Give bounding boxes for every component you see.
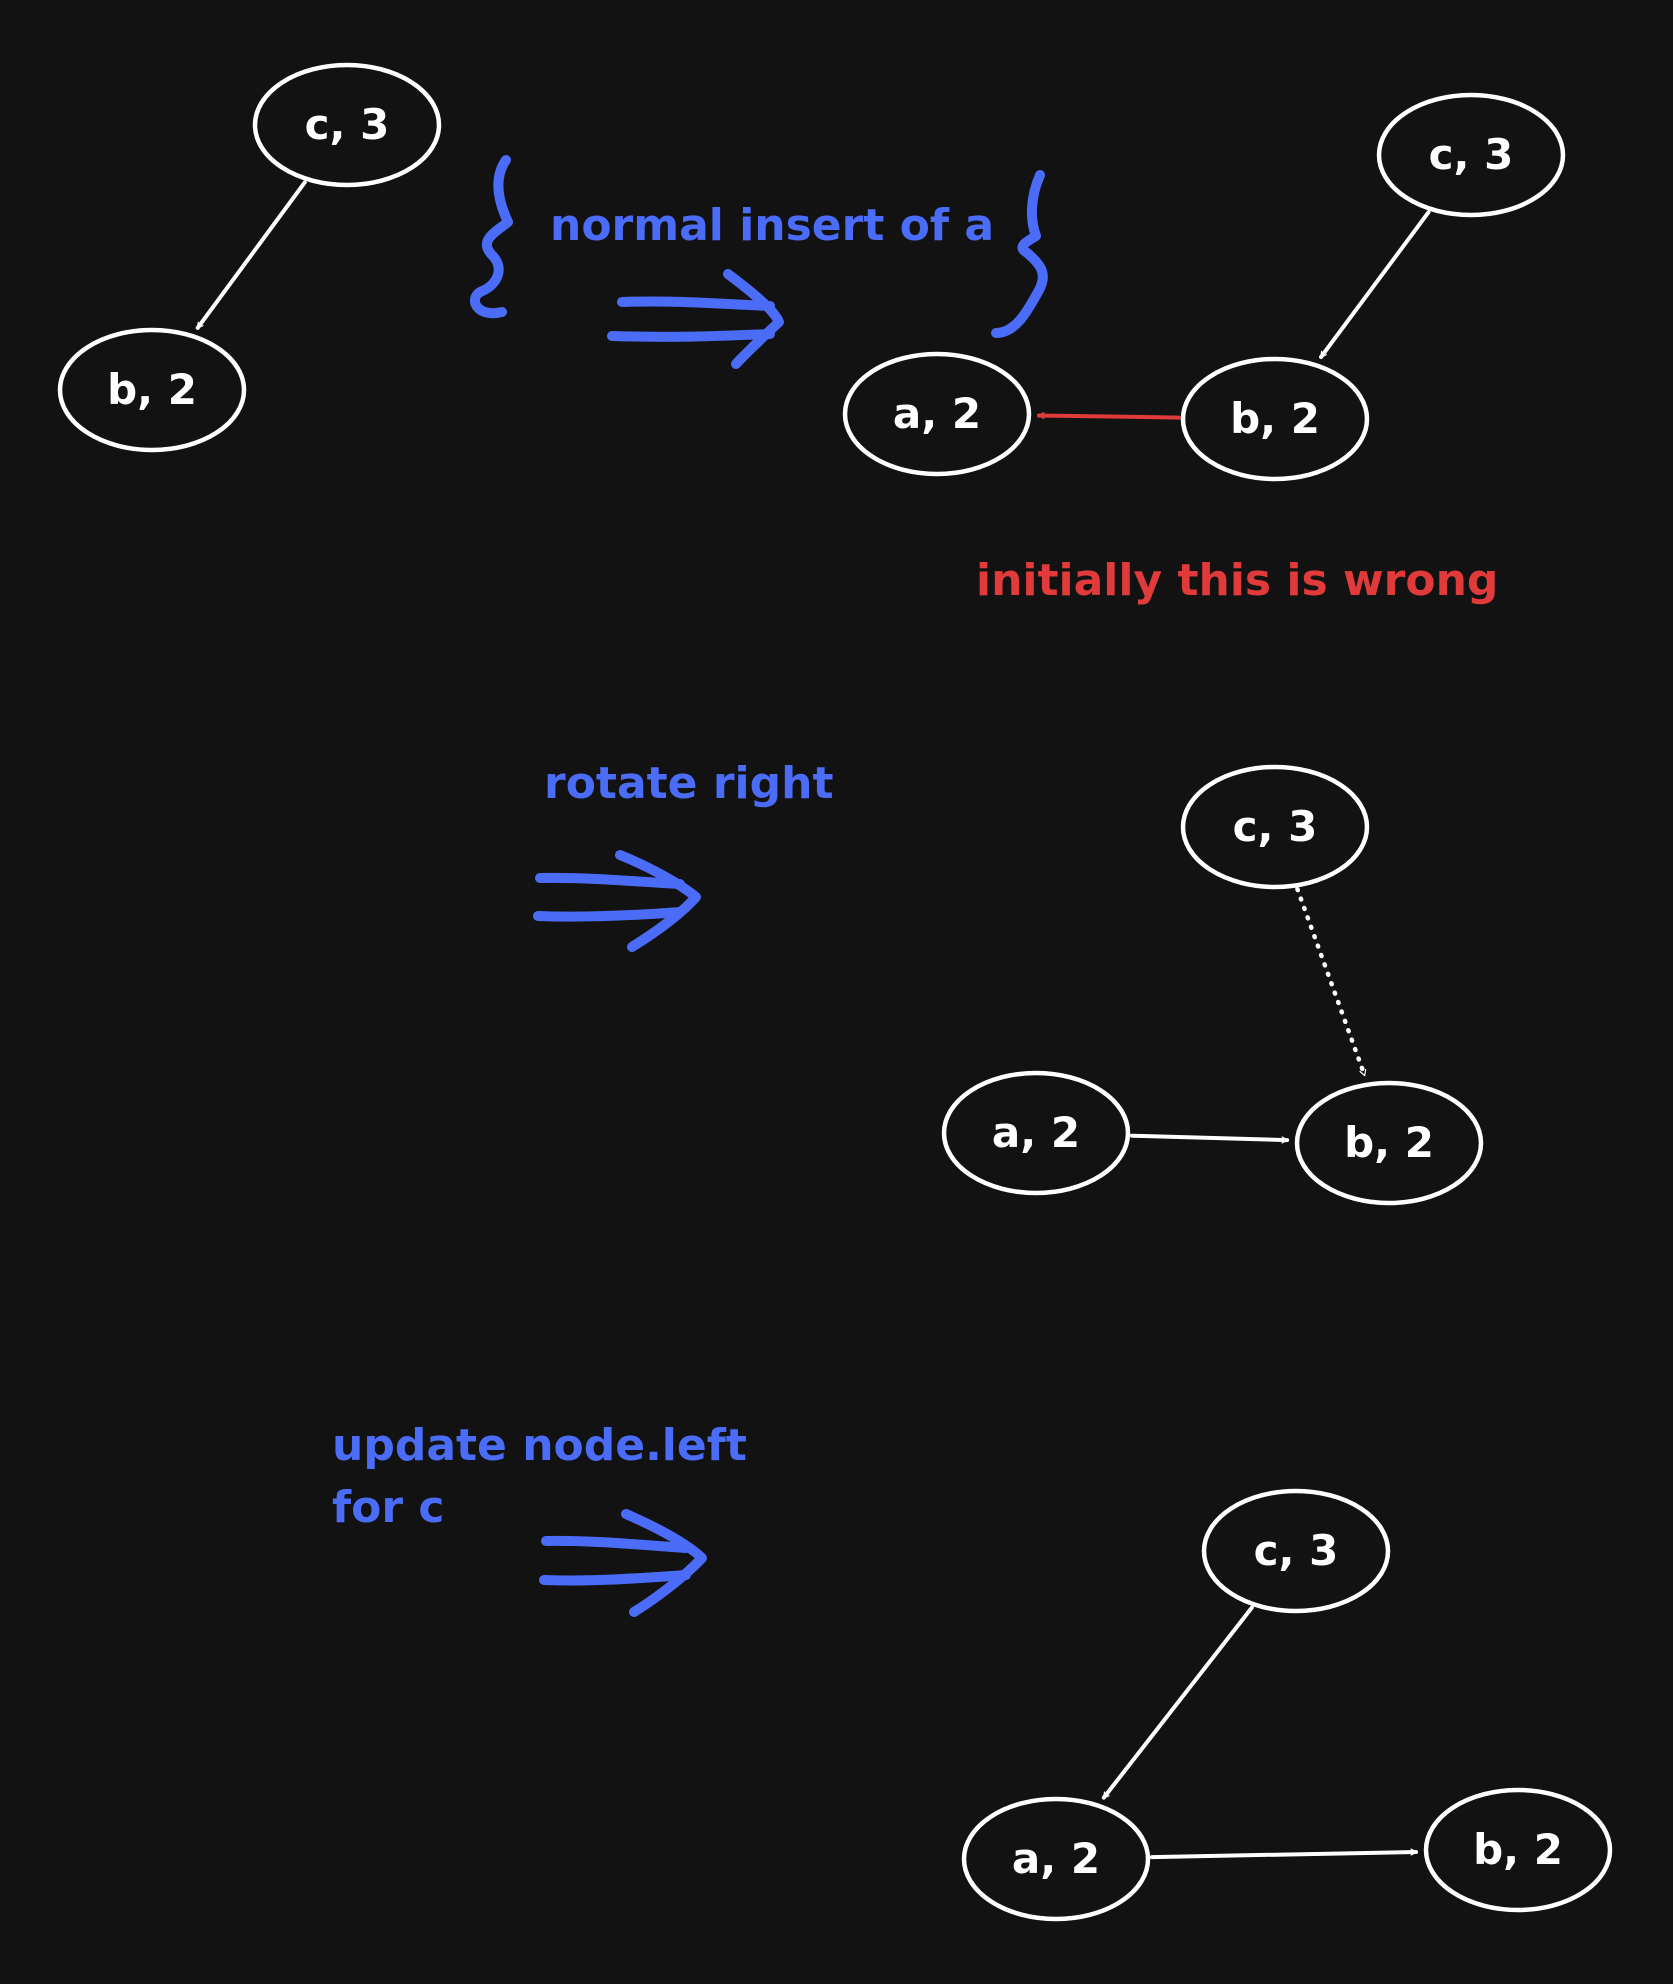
node-s4-a: a, 2 [961, 1796, 1151, 1922]
node-ellipse [1294, 1080, 1484, 1206]
node-ellipse [941, 1070, 1131, 1196]
node-s3-b: b, 2 [1294, 1080, 1484, 1206]
annotation-strokes [470, 155, 1048, 1617]
edge-s2-c-to-s2-b [1319, 210, 1431, 359]
node-ellipse [1201, 1488, 1391, 1614]
node-label: c, 3 [1233, 802, 1318, 851]
double-arrow-icon-1 [607, 269, 784, 369]
edges-layer [195, 180, 1431, 1860]
node-ellipse [1180, 764, 1370, 890]
node-s4-b: b, 2 [1423, 1787, 1613, 1913]
right-brace-icon [991, 170, 1048, 338]
node-label: c, 3 [1429, 130, 1514, 179]
edge-s3-a-to-s3-b [1129, 1133, 1290, 1140]
node-label: c, 3 [305, 100, 390, 149]
node-label: b, 2 [1230, 394, 1320, 443]
node-label: b, 2 [107, 365, 197, 414]
node-ellipse [252, 62, 442, 188]
node-s1-b: b, 2 [57, 327, 247, 453]
double-arrow-icon-2 [533, 850, 701, 952]
node-ellipse [1180, 356, 1370, 482]
label-update-line1: update node.left [332, 1420, 747, 1471]
node-s1-c: c, 3 [252, 62, 442, 188]
node-label: b, 2 [1473, 1825, 1563, 1874]
node-s2-b: b, 2 [1180, 356, 1370, 482]
node-s4-c: c, 3 [1201, 1488, 1391, 1614]
node-label: a, 2 [1012, 1834, 1100, 1883]
label-normal-insert: normal insert of a [550, 200, 994, 251]
node-label: b, 2 [1344, 1118, 1434, 1167]
node-ellipse [842, 351, 1032, 477]
label-update-line2: for c [332, 1482, 444, 1533]
node-s2-a: a, 2 [842, 351, 1032, 477]
node-ellipse [1423, 1787, 1613, 1913]
nodes-layer: c, 3 b, 2 c, 3 a, 2 b, 2 c, 3 a, 2 b, 2 c, 3 a, 2… [57, 62, 1613, 1922]
node-s3-c: c, 3 [1180, 764, 1370, 890]
edge-s2-b-to-s2-a [1036, 416, 1182, 420]
node-label: a, 2 [893, 389, 981, 438]
node-s3-a: a, 2 [941, 1070, 1131, 1196]
node-label: a, 2 [992, 1108, 1080, 1157]
label-rotate-right: rotate right [544, 758, 833, 809]
node-ellipse [57, 327, 247, 453]
node-ellipse [1376, 92, 1566, 218]
annotation-labels: normal insert of a initially this is wro… [332, 200, 1498, 1533]
edge-s3-c-to-s3-b [1295, 886, 1367, 1078]
double-arrow-icon-3 [539, 1509, 707, 1617]
node-label: c, 3 [1254, 1526, 1339, 1575]
edge-s4-c-to-s4-a [1101, 1605, 1254, 1800]
label-initially-wrong: initially this is wrong [976, 555, 1498, 606]
node-ellipse [961, 1796, 1151, 1922]
left-brace-icon [470, 155, 513, 319]
node-s2-c: c, 3 [1376, 92, 1566, 218]
edge-s4-a-to-s4-b [1149, 1852, 1419, 1860]
edge-s1-c-to-s1-b [195, 180, 307, 330]
